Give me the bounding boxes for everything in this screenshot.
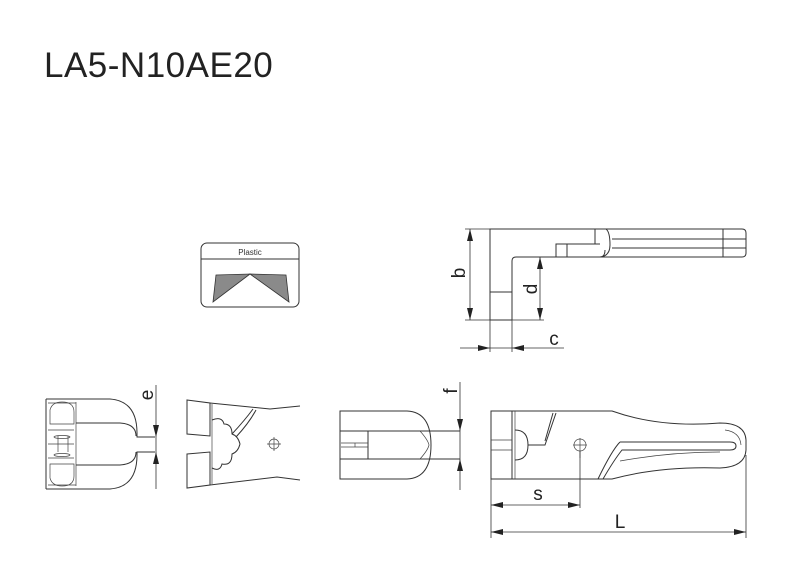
dimension-d: d: [512, 257, 544, 321]
dimension-c: c: [460, 320, 564, 352]
dimension-c-label: c: [549, 329, 559, 350]
part-number-title: LA5-N10AE20: [44, 46, 274, 85]
dimension-L: L: [491, 455, 747, 538]
dimension-b-label: b: [449, 268, 470, 279]
dimension-d-label: d: [521, 284, 542, 295]
dimension-L-label: L: [615, 512, 626, 533]
jaw-top-view: [186, 399, 301, 489]
dimension-b: b: [449, 228, 512, 321]
dimension-s-label: s: [533, 484, 543, 505]
dimension-e-label: e: [137, 390, 158, 401]
plastic-jaw-profile-icon: [212, 273, 252, 303]
dimension-s: s: [490, 451, 581, 538]
dimension-e: e: [137, 385, 159, 489]
dimension-f: f: [441, 382, 463, 490]
full-side-view: [490, 410, 747, 480]
side-view: [489, 228, 747, 321]
front-view: [45, 398, 155, 490]
dimension-f-label: f: [441, 388, 462, 394]
material-label: Plastic: [238, 248, 262, 257]
material-box: Plastic: [200, 242, 300, 308]
jaw-end-view: [339, 410, 460, 480]
plastic-jaw-profile-icon: [248, 273, 290, 303]
